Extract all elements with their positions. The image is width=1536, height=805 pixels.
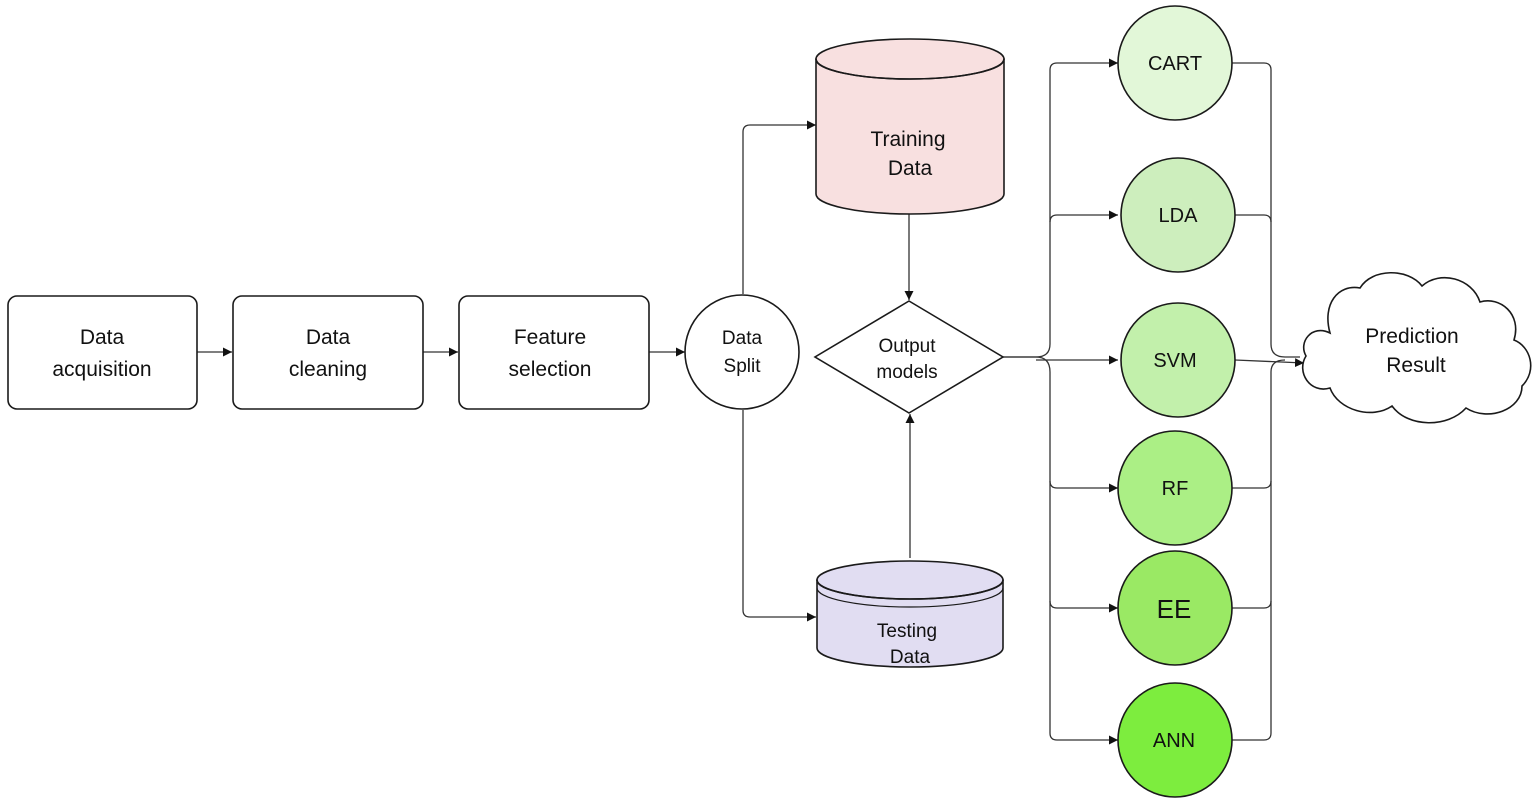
label-line-2: Data <box>890 647 931 668</box>
arrow-output-to-rf <box>1049 480 1118 493</box>
model-ann: ANN <box>1117 682 1233 798</box>
model-lda: LDA <box>1120 157 1236 273</box>
model-svm: SVM <box>1120 302 1236 418</box>
model-label: SVM <box>1153 350 1196 372</box>
label-line-1: Data <box>722 328 763 349</box>
step-data-acquisition: Data acquisition <box>7 295 198 410</box>
model-label: ANN <box>1153 730 1195 752</box>
line-cart-to-result <box>1232 62 1300 358</box>
arrow-output-to-ee <box>1049 600 1118 613</box>
testing-data-store: Testing Data <box>816 560 1004 668</box>
output-models-decision: Output models <box>813 300 1005 414</box>
model-label: LDA <box>1159 205 1199 227</box>
line-ee-to-result <box>1232 600 1272 609</box>
label-line-1: Training <box>870 128 945 151</box>
label-line-2: Split <box>724 356 762 377</box>
line-lda-to-result <box>1235 214 1272 223</box>
prediction-result-cloud: Prediction Result <box>1301 271 1532 424</box>
model-label: CART <box>1148 53 1202 75</box>
label-line-2: models <box>876 362 937 383</box>
label-line-1: Testing <box>877 621 937 642</box>
model-nodes: CART LDA SVM RF EE ANN <box>1117 5 1236 798</box>
label-line-1: Output <box>878 336 936 357</box>
line-rf-to-result <box>1232 480 1272 489</box>
step-data-cleaning: Data cleaning <box>232 295 424 410</box>
arrow-output-to-cart <box>1003 58 1118 358</box>
connectors <box>197 58 1305 745</box>
model-ee: EE <box>1117 550 1233 666</box>
label-line-1: Prediction <box>1365 325 1458 348</box>
line-ann-to-result <box>1232 359 1286 741</box>
model-label: RF <box>1162 478 1189 500</box>
model-label: EE <box>1157 594 1192 624</box>
arrow-split-to-training <box>742 120 816 294</box>
training-data-store: Training Data <box>815 38 1005 215</box>
label-line-1: Data <box>80 326 125 349</box>
model-rf: RF <box>1117 430 1233 546</box>
label-line-1: Data <box>306 326 351 349</box>
label-line-2: acquisition <box>52 358 151 381</box>
arrow-svm-to-result <box>1234 358 1305 368</box>
arrow-split-to-testing <box>742 410 816 622</box>
label-line-2: Data <box>888 157 933 180</box>
step-feature-selection: Feature selection <box>458 295 650 410</box>
label-line-2: Result <box>1386 354 1446 377</box>
label-line-2: selection <box>509 358 592 381</box>
label-line-2: cleaning <box>289 358 367 381</box>
arrow-output-to-ann <box>1003 356 1118 745</box>
data-split-node: Data Split <box>684 294 800 410</box>
arrow-output-to-lda <box>1049 210 1118 223</box>
label-line-1: Feature <box>514 326 586 349</box>
model-cart: CART <box>1117 5 1233 121</box>
